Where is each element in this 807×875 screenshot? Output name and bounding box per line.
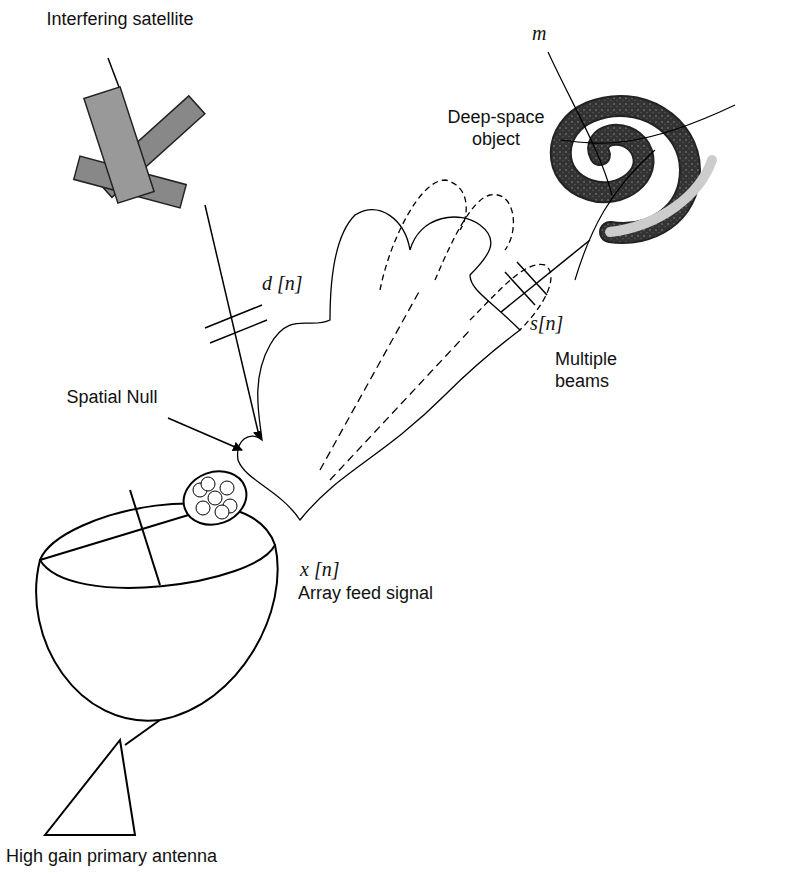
signal-ray (205, 205, 260, 440)
galaxy (548, 52, 735, 280)
null-label: Spatial Null (62, 386, 162, 408)
beam-label: Multiple beams (555, 348, 650, 392)
wavefront-marks (205, 305, 267, 343)
leader-line (168, 418, 242, 450)
signal-name: s[n] (530, 312, 563, 334)
feed-label: Array feed signal (298, 582, 433, 604)
axis-label: m (532, 22, 546, 44)
wavefront-marks (505, 262, 547, 305)
satellite (74, 58, 205, 208)
antenna-label: High gain primary antenna (6, 845, 217, 867)
signal-name: d [n] (262, 272, 303, 294)
dish-antenna (36, 463, 278, 835)
satellite-label: Interfering satellite (45, 8, 195, 30)
signal-name: x [n] (300, 558, 339, 580)
beam-pattern (238, 180, 551, 520)
object-label: Deep-space object (440, 106, 552, 150)
